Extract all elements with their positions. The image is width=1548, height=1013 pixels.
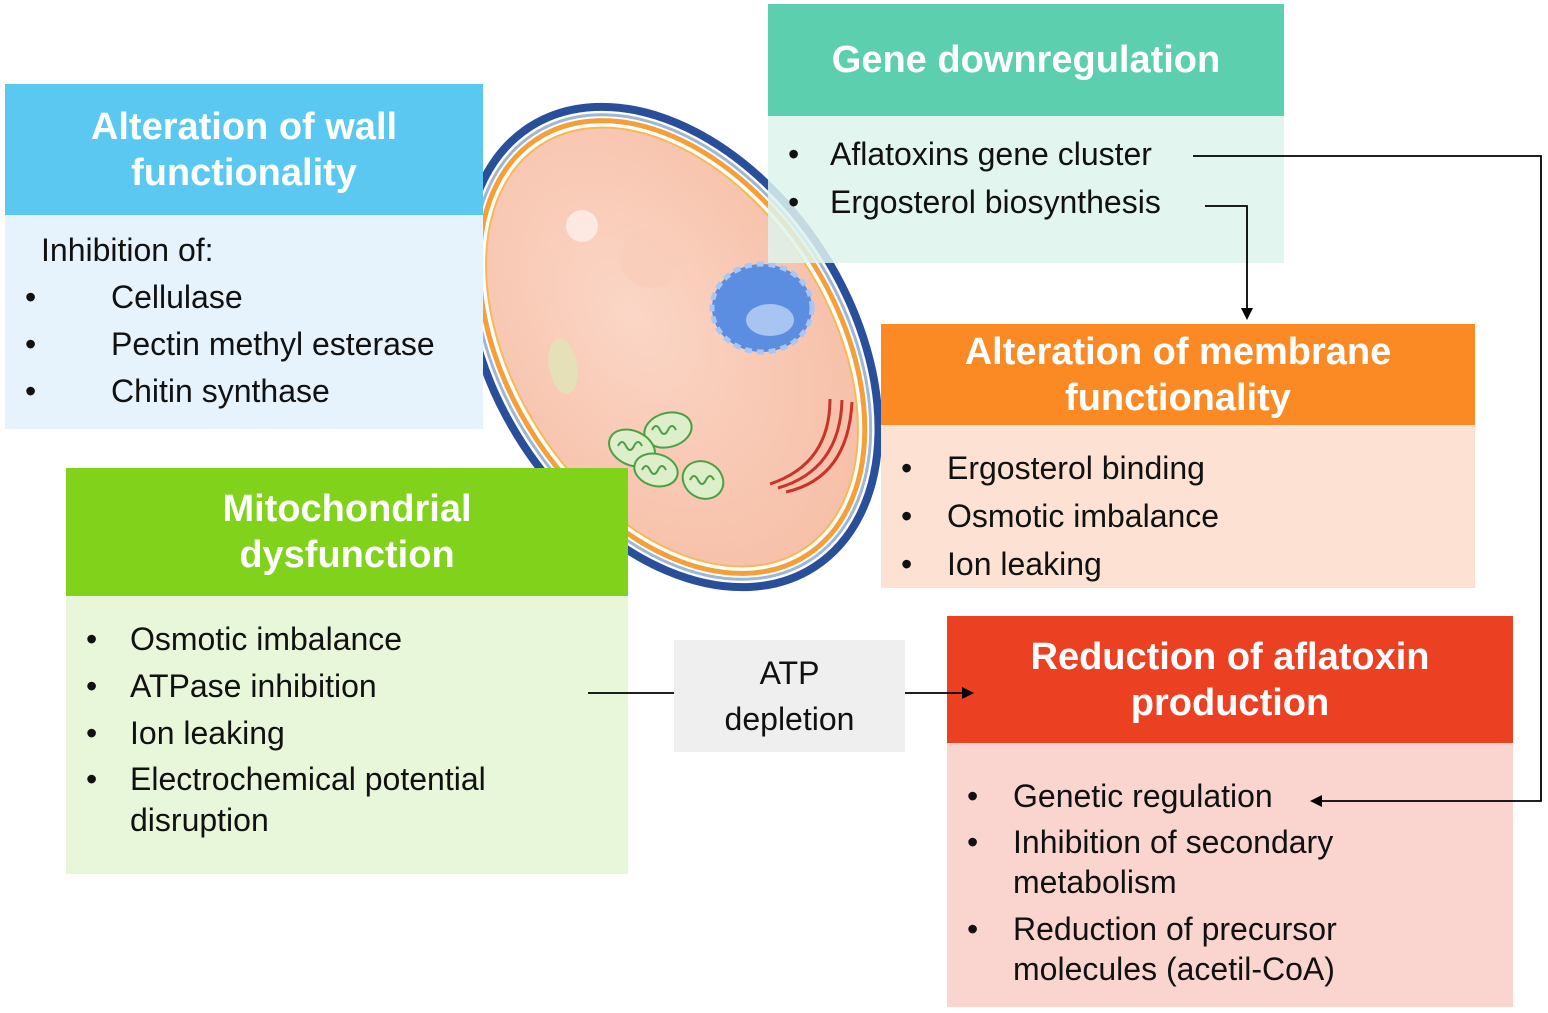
membrane-functionality-panel: Alteration of membrane functionality Erg…	[881, 324, 1475, 588]
aflatoxin-item2-line2: metabolism	[1013, 864, 1177, 900]
mito-item4-line2: disruption	[130, 802, 269, 838]
gene-title: Gene downregulation	[831, 39, 1221, 81]
mito-list: Osmotic imbalance ATPase inhibition Ion …	[66, 616, 628, 841]
list-item: Inhibition of secondary metabolism	[947, 822, 1513, 902]
list-item: Aflatoxins gene cluster	[768, 130, 1284, 178]
wall-list: Cellulase Pectin methyl esterase Chitin …	[5, 274, 483, 415]
mitochondria	[608, 411, 725, 500]
aflatoxin-title-line2: production	[1130, 681, 1330, 724]
vesicle	[548, 338, 578, 394]
nucleus	[709, 261, 815, 355]
atp-line2: depletion	[724, 701, 855, 737]
mitochondrial-dysfunction-header: Mitochondrial dysfunction	[66, 468, 628, 596]
wall-functionality-body: Inhibition of: Cellulase Pectin methyl e…	[5, 215, 483, 429]
atp-depletion-label: ATP depletion	[674, 640, 905, 752]
aflatoxin-item3-line2: molecules (acetil-CoA)	[1013, 951, 1335, 987]
list-item: Ergosterol binding	[881, 444, 1475, 492]
membrane-functionality-header: Alteration of membrane functionality	[881, 324, 1475, 425]
vacuole-faint	[620, 228, 680, 288]
mito-title-line1: Mitochondrial	[222, 488, 472, 530]
aflatoxin-item3-line1: Reduction of precursor	[1013, 911, 1337, 947]
mito-item4-line1: Electrochemical potential	[130, 761, 486, 797]
atp-line1: ATP	[759, 655, 820, 691]
mitochondrial-dysfunction-panel: Mitochondrial dysfunction Osmotic imbala…	[66, 468, 628, 874]
aflatoxin-reduction-header: Reduction of aflatoxin production	[947, 616, 1513, 743]
aflatoxin-list: Genetic regulation Inhibition of seconda…	[947, 772, 1513, 989]
aflatoxin-title-line1: Reduction of aflatoxin	[1030, 635, 1430, 678]
vacuole-small	[566, 210, 598, 242]
membrane-list: Ergosterol binding Osmotic imbalance Ion…	[881, 444, 1475, 588]
list-item: Ion leaking	[881, 540, 1475, 588]
wall-title-line1: Alteration of wall	[90, 105, 398, 148]
list-item: Cellulase	[5, 274, 483, 321]
membrane-title-line2: functionality	[1065, 376, 1291, 419]
wall-intro: Inhibition of:	[41, 232, 214, 268]
list-item: Pectin methyl esterase	[5, 321, 483, 368]
aflatoxin-reduction-panel: Reduction of aflatoxin production Geneti…	[947, 616, 1513, 1007]
wall-functionality-header: Alteration of wall functionality	[5, 84, 483, 215]
list-item: Osmotic imbalance	[66, 616, 628, 663]
list-item: ATPase inhibition	[66, 663, 628, 710]
list-item: Genetic regulation	[947, 772, 1513, 820]
list-item: Ion leaking	[66, 710, 628, 757]
wall-functionality-panel: Alteration of wall functionality Inhibit…	[5, 84, 483, 429]
list-item: Reduction of precursor molecules (acetil…	[947, 909, 1513, 989]
gene-downregulation-panel: Gene downregulation Aflatoxins gene clus…	[768, 4, 1284, 263]
list-item: Ergosterol biosynthesis	[768, 178, 1284, 226]
mito-title-line2: dysfunction	[239, 534, 455, 576]
list-item: Osmotic imbalance	[881, 492, 1475, 540]
wall-title-line2: functionality	[131, 151, 357, 194]
list-item: Chitin synthase	[5, 368, 483, 415]
gene-list: Aflatoxins gene cluster Ergosterol biosy…	[768, 130, 1284, 226]
golgi-apparatus	[769, 398, 854, 494]
gene-downregulation-header: Gene downregulation	[768, 4, 1284, 116]
membrane-title-line1: Alteration of membrane	[964, 330, 1392, 373]
aflatoxin-item2-line1: Inhibition of secondary	[1013, 824, 1334, 860]
list-item: Electrochemical potential disruption	[66, 759, 628, 841]
